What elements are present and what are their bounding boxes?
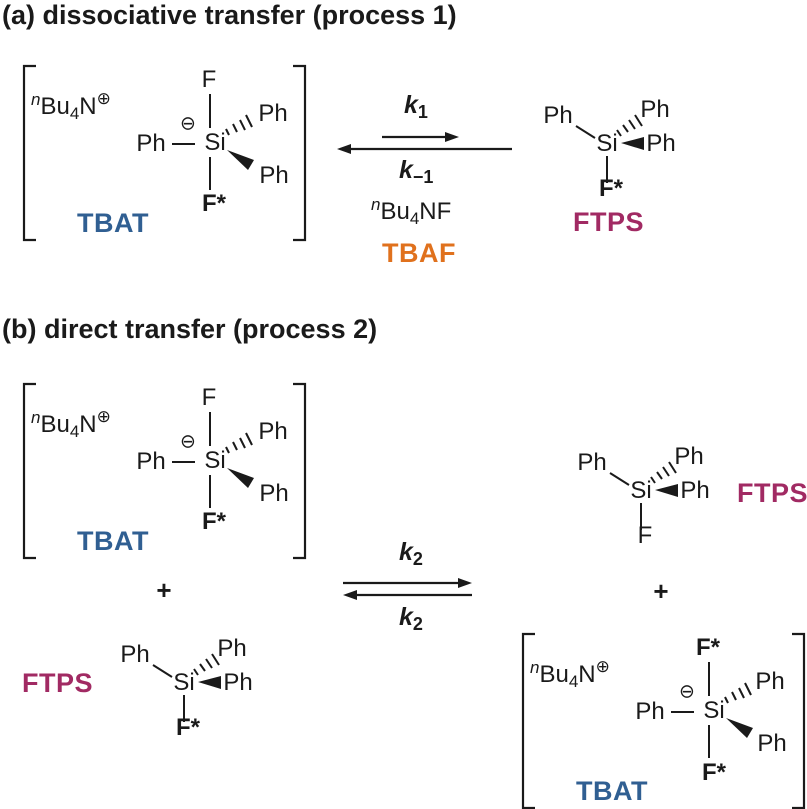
equilibrium-arrows-a xyxy=(337,132,512,154)
ftps-b-right-label: FTPS xyxy=(737,478,807,508)
tbat-b2-label: TBAT xyxy=(576,776,648,806)
plus-charge-icon: ⊕ xyxy=(96,89,111,108)
ftps-a-f-star: F* xyxy=(599,175,623,202)
ftps-b-left-ph-left: Ph xyxy=(120,641,150,668)
equilibrium-arrows-b xyxy=(343,578,472,600)
rate-k-minus-1: k−1 xyxy=(399,156,434,187)
plus-sign-right: + xyxy=(653,576,669,606)
ftps-a-si: Si xyxy=(596,130,618,157)
ftps-b-left-si: Si xyxy=(173,669,195,696)
tbat-a-apical-f-top: F xyxy=(201,66,217,93)
ftps-a-ph-right: Ph xyxy=(646,130,676,157)
rate-k1: k1 xyxy=(404,91,428,122)
minus-charge-icon: ⊖ xyxy=(679,681,695,703)
tbat-a-ph-upper-right: Ph xyxy=(258,100,288,127)
ftps-b-left-ph-right: Ph xyxy=(223,669,253,696)
forward-arrow-head xyxy=(458,578,472,588)
cation-n: n xyxy=(31,90,41,109)
tbaf-label: TBAF xyxy=(382,238,456,268)
tbat-a-cation: nBu4N⊕ xyxy=(31,90,111,122)
heading-b: (b) direct transfer (process 2) xyxy=(2,314,378,344)
ftps-b-left-ph-top: Ph xyxy=(217,635,247,662)
tbat-a-si: Si xyxy=(204,129,226,156)
ftps-b-right-ph-right: Ph xyxy=(680,477,710,504)
plus-charge-icon: ⊕ xyxy=(96,407,111,426)
ftps-a-label: FTPS xyxy=(573,207,645,237)
ftps-b-right-ph-left: Ph xyxy=(577,449,607,476)
tbat-b2-ph-lower-right: Ph xyxy=(757,730,787,757)
minus-charge-icon: ⊖ xyxy=(180,113,196,135)
ftps-b-right-ph-top: Ph xyxy=(674,443,704,470)
cation-bu: Bu xyxy=(40,93,70,120)
rate-k2-forward: k2 xyxy=(399,538,423,569)
tbat-b-si: Si xyxy=(204,447,226,474)
tbat-b2-f-star-top: F* xyxy=(696,634,720,661)
tbat-b2-cation: nBu4N⊕ xyxy=(530,657,610,691)
tbat-a-ph-left: Ph xyxy=(136,130,166,157)
cation-N: N xyxy=(79,93,97,120)
reverse-arrow-head xyxy=(337,144,351,154)
forward-arrow-head xyxy=(445,132,459,142)
ftps-b-right-f: F xyxy=(637,522,653,549)
tbat-b-ph-left: Ph xyxy=(136,448,166,475)
tbat-b-ph-upper-right: Ph xyxy=(258,418,288,445)
tbat-a-f-star: F* xyxy=(202,190,226,217)
tbat-b2-ph-left: Ph xyxy=(635,698,665,725)
cation-four: 4 xyxy=(69,104,80,123)
reverse-arrow-head xyxy=(343,590,357,600)
heading-a: (a) dissociative transfer (process 1) xyxy=(2,0,457,30)
tbat-b2-ph-upper-right: Ph xyxy=(755,668,785,695)
tbaf-formula: nBu4NF xyxy=(371,195,452,228)
plus-charge-icon: ⊕ xyxy=(595,657,610,676)
ftps-b-right-si: Si xyxy=(630,477,652,504)
rate-k2-reverse: k2 xyxy=(399,603,423,634)
tbat-a-label: TBAT xyxy=(77,208,149,238)
tbat-a-ph-lower-right: Ph xyxy=(259,162,289,189)
ftps-a-ph-top: Ph xyxy=(640,96,670,123)
tbat-b2-f-star-bottom: F* xyxy=(702,759,726,786)
ftps-b-left-f-star: F* xyxy=(176,714,200,741)
ftps-a-ph-left: Ph xyxy=(543,102,573,129)
minus-charge-icon: ⊖ xyxy=(180,431,196,453)
tbat-b2-si: Si xyxy=(703,697,725,724)
tbat-b-label: TBAT xyxy=(77,526,149,556)
tbat-b-ph-lower-right: Ph xyxy=(259,480,289,507)
tbat-b-apical-f-top: F xyxy=(201,384,217,411)
tbat-b-cation: nBu4N⊕ xyxy=(31,407,111,441)
plus-sign-left: + xyxy=(156,575,172,605)
ftps-b-left-label: FTPS xyxy=(22,668,94,698)
tbat-b-f-star: F* xyxy=(202,508,226,535)
